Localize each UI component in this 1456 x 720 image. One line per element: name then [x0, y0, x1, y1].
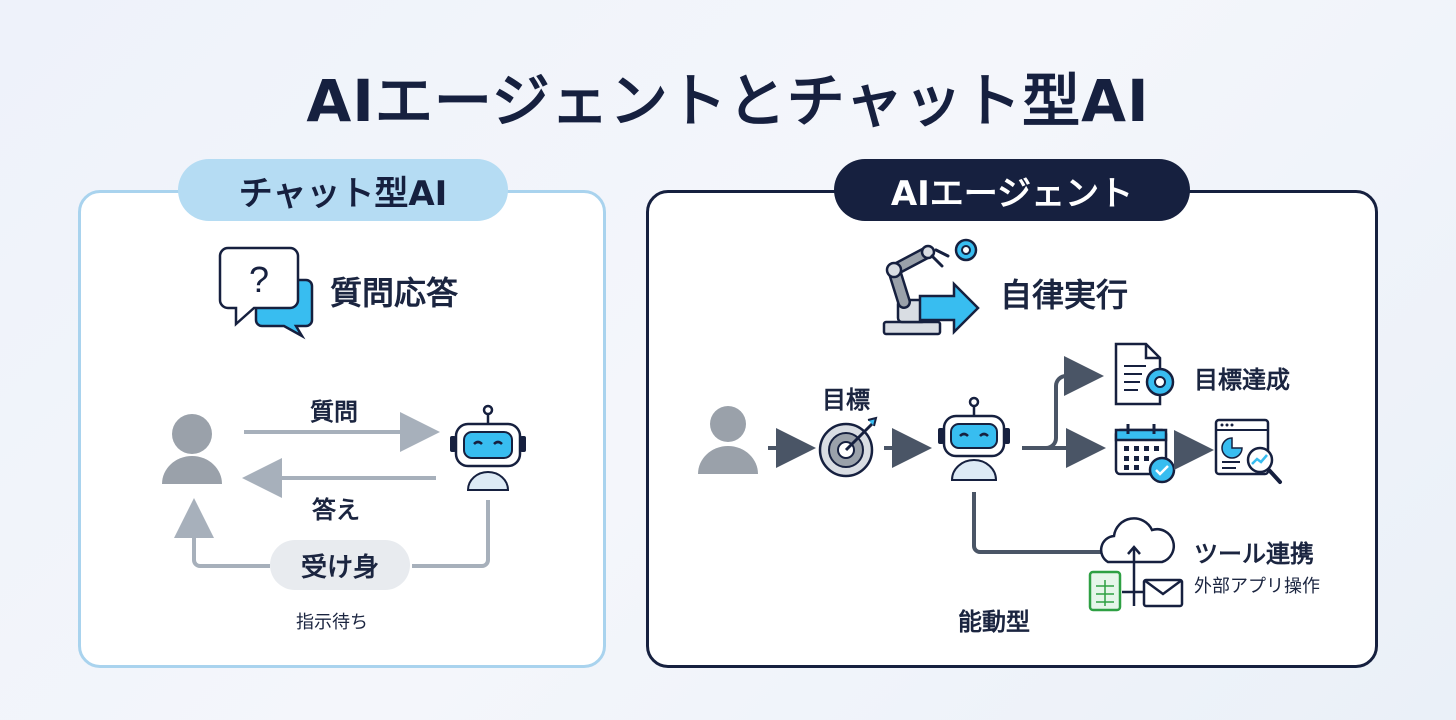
speech-bubbles-icon: ? — [218, 246, 314, 340]
robot-icon — [450, 404, 526, 491]
goal-label: 目標 — [822, 386, 870, 414]
calendar-check-icon — [1114, 424, 1176, 484]
user-icon — [162, 414, 222, 484]
loop-line-left — [174, 498, 270, 568]
target-icon — [818, 416, 878, 478]
chat-ai-badge: チャット型AI — [178, 159, 508, 221]
page-title: AIエージェントとチャット型AI — [306, 67, 1150, 135]
robot-icon — [938, 396, 1010, 481]
svg-text:?: ? — [249, 259, 269, 300]
proactive-label: 能動型 — [958, 608, 1030, 636]
question-label: 質問 — [310, 398, 358, 426]
agent-badge: AIエージェント — [834, 159, 1190, 221]
document-gear-icon — [1114, 342, 1175, 406]
goal-achieved-label: 目標達成 — [1194, 366, 1290, 394]
answer-label: 答え — [312, 496, 360, 524]
loop-line-right — [412, 500, 490, 568]
report-search-icon — [1214, 418, 1282, 484]
cloud-tools-icon — [1088, 517, 1184, 612]
waiting-label: 指示待ち — [296, 612, 368, 633]
autonomous-heading: 自律実行 — [1000, 276, 1129, 314]
user-icon — [698, 406, 758, 474]
external-app-label: 外部アプリ操作 — [1194, 576, 1320, 597]
robot-arm-icon — [882, 238, 980, 336]
passive-badge: 受け身 — [270, 540, 410, 590]
qa-heading: 質問応答 — [330, 274, 459, 312]
tool-integration-label: ツール連携 — [1194, 540, 1314, 568]
